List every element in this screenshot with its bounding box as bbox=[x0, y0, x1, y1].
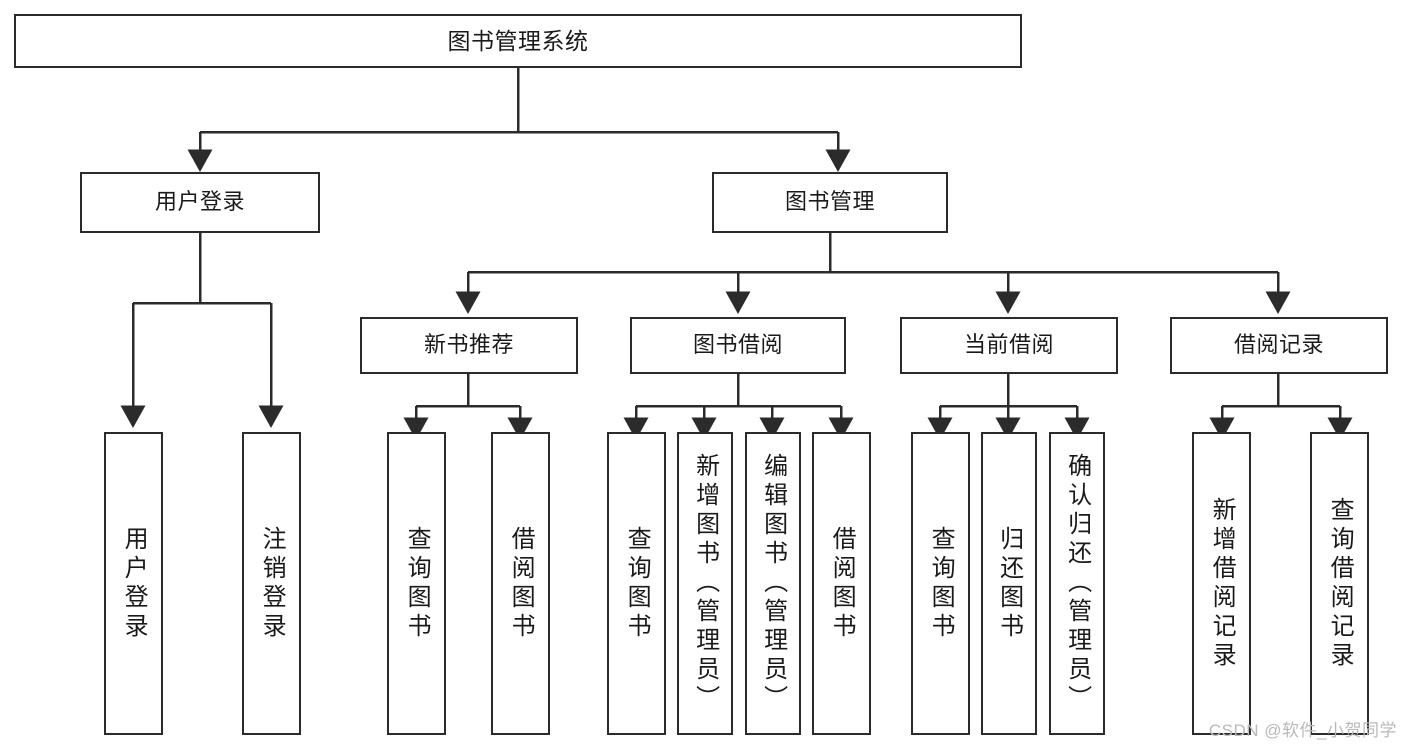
node-borrow-record[interactable]: 借阅记录 bbox=[1170, 317, 1388, 374]
node-leaf-user-login-label: 用户登录 bbox=[120, 525, 148, 642]
node-leaf-borrow-book-newbook[interactable]: 借阅图书 bbox=[491, 432, 550, 735]
node-leaf-add-book-admin[interactable]: 新增图书（管理员） bbox=[677, 432, 733, 735]
node-user-login[interactable]: 用户登录 bbox=[80, 172, 320, 233]
node-leaf-query-book-borrow-label: 查询图书 bbox=[623, 525, 651, 642]
node-leaf-query-book-current-label: 查询图书 bbox=[927, 525, 955, 642]
node-new-book-recommend-label: 新书推荐 bbox=[423, 332, 514, 358]
node-book-borrow-label: 图书借阅 bbox=[692, 332, 783, 358]
node-leaf-add-book-admin-label: 新增图书（管理员） bbox=[691, 453, 719, 714]
node-book-management-label: 图书管理 bbox=[784, 189, 875, 215]
node-leaf-return-book-label: 归还图书 bbox=[995, 525, 1023, 642]
node-leaf-query-book-newbook-label: 查询图书 bbox=[403, 525, 431, 642]
node-current-borrow[interactable]: 当前借阅 bbox=[900, 317, 1118, 374]
csdn-watermark: CSDN @软件_小贺同学 bbox=[1208, 721, 1397, 740]
node-book-borrow[interactable]: 图书借阅 bbox=[630, 317, 846, 374]
node-user-login-label: 用户登录 bbox=[154, 189, 245, 215]
node-leaf-query-borrow-record[interactable]: 查询借阅记录 bbox=[1310, 432, 1369, 735]
node-leaf-add-borrow-record[interactable]: 新增借阅记录 bbox=[1192, 432, 1251, 735]
node-leaf-query-borrow-record-label: 查询借阅记录 bbox=[1326, 496, 1354, 671]
node-new-book-recommend[interactable]: 新书推荐 bbox=[360, 317, 578, 374]
node-leaf-add-borrow-record-label: 新增借阅记录 bbox=[1208, 496, 1236, 671]
node-leaf-query-book-newbook[interactable]: 查询图书 bbox=[387, 432, 446, 735]
node-leaf-borrow-book[interactable]: 借阅图书 bbox=[812, 432, 871, 735]
node-root-system-label: 图书管理系统 bbox=[447, 27, 589, 54]
node-leaf-logout-label: 注销登录 bbox=[258, 525, 286, 642]
node-leaf-confirm-return-admin[interactable]: 确认归还（管理员） bbox=[1049, 432, 1105, 735]
node-leaf-return-book[interactable]: 归还图书 bbox=[981, 432, 1037, 735]
node-leaf-logout[interactable]: 注销登录 bbox=[242, 432, 301, 735]
node-book-management[interactable]: 图书管理 bbox=[712, 172, 948, 233]
node-borrow-record-label: 借阅记录 bbox=[1233, 332, 1324, 358]
node-leaf-edit-book-admin[interactable]: 编辑图书（管理员） bbox=[745, 432, 801, 735]
node-root-system[interactable]: 图书管理系统 bbox=[14, 14, 1022, 68]
node-leaf-user-login[interactable]: 用户登录 bbox=[104, 432, 163, 735]
node-leaf-query-book-borrow[interactable]: 查询图书 bbox=[607, 432, 666, 735]
node-leaf-edit-book-admin-label: 编辑图书（管理员） bbox=[759, 453, 787, 714]
node-leaf-confirm-return-admin-label: 确认归还（管理员） bbox=[1063, 453, 1091, 714]
node-leaf-borrow-book-newbook-label: 借阅图书 bbox=[507, 525, 535, 642]
node-leaf-query-book-current[interactable]: 查询图书 bbox=[911, 432, 970, 735]
node-current-borrow-label: 当前借阅 bbox=[963, 332, 1054, 358]
node-leaf-borrow-book-label: 借阅图书 bbox=[828, 525, 856, 642]
